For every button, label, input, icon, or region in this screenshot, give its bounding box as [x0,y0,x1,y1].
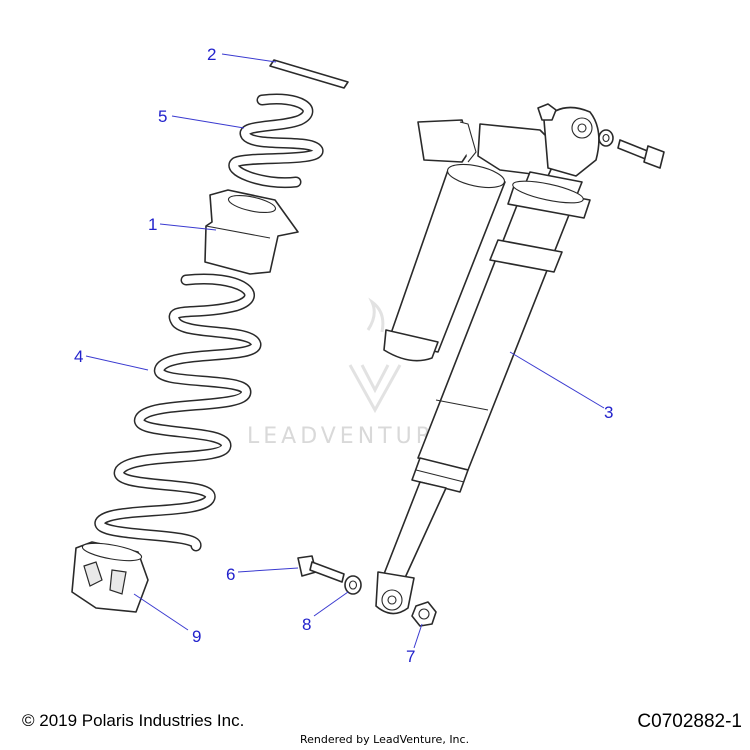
leader-1 [159,223,217,231]
figure-id: C0702882-1 [637,711,742,732]
part-7-nut [411,601,437,627]
part-1-spring-spacer [204,189,299,275]
part-2-shim-plate [269,59,349,89]
callout-5: 5 [158,107,167,126]
callout-3: 3 [604,403,613,422]
leadventure-watermark: LEADVENTURE [247,297,453,449]
leader-7 [413,623,423,649]
part-5-tender-spring [228,93,324,189]
callout-7: 7 [406,647,415,666]
leader-5 [171,115,245,129]
leader-8 [313,591,349,617]
part-9-spring-seat [71,541,149,613]
part-4-main-spring [94,273,262,552]
leader-lines [85,53,605,649]
callout-4: 4 [74,347,83,366]
part-3-shock-absorber [375,103,665,615]
callout-6: 6 [226,565,235,584]
callout-1: 1 [148,215,157,234]
leader-3 [509,351,605,409]
callout-8: 8 [302,615,311,634]
callout-2: 2 [207,45,216,64]
part-6-bolt [297,555,345,583]
callout-numbers: 2 5 1 4 3 6 9 8 7 [74,45,613,666]
leader-4 [85,355,149,371]
rendered-by-credit: Rendered by LeadVenture, Inc. [300,733,470,746]
copyright-notice: © 2019 Polaris Industries Inc. [22,711,245,730]
leader-6 [237,567,299,573]
part-8-washer [344,575,362,595]
leader-2 [221,53,277,63]
callout-9: 9 [192,627,201,646]
leader-9 [133,593,189,631]
watermark-text: LEADVENTURE [247,424,453,449]
